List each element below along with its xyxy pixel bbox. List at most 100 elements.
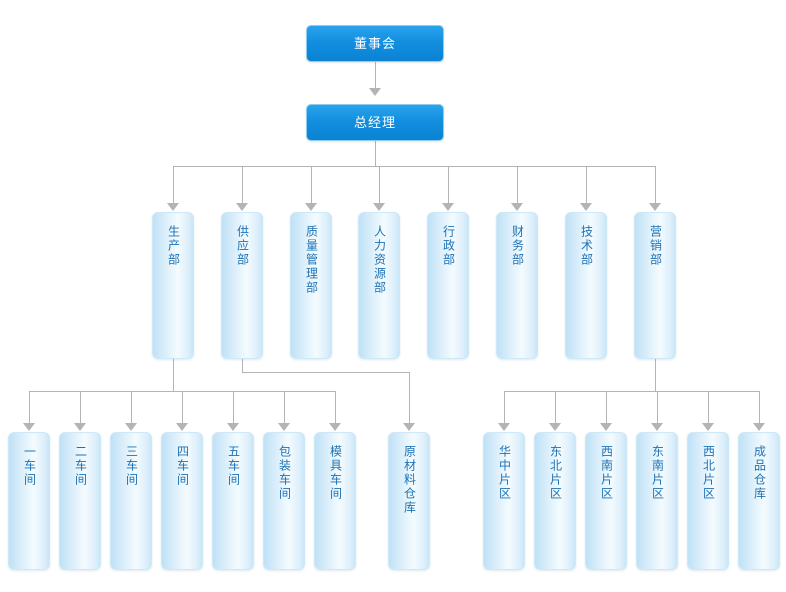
connector-supply-elbow <box>242 372 409 373</box>
unit-workshop-5[interactable]: 五车间 <box>212 432 254 570</box>
unit-packaging-label: 包装车间 <box>277 445 292 501</box>
connector-marketing-to-unit-region-xibei <box>708 391 709 423</box>
connector-marketing-to-unit-finished-warehouse <box>759 391 760 423</box>
connector-marketing-to-unit-region-xinan <box>606 391 607 423</box>
connector-marketing-to-unit-region-dongnan <box>657 391 658 423</box>
dept-quality-label: 质量管理部 <box>304 225 319 295</box>
connector-marketing-to-unit-region-dongbei <box>555 391 556 423</box>
dept-quality[interactable]: 质量管理部 <box>290 212 332 359</box>
arrow-board-to-gm-icon <box>369 88 381 96</box>
dept-finance[interactable]: 财务部 <box>496 212 538 359</box>
connector-production-to-unit-workshop-4 <box>182 391 183 423</box>
arrow-production-to-unit-mould-icon <box>329 423 341 431</box>
arrow-gm-to-dept-finance-icon <box>511 203 523 211</box>
board-label: 董事会 <box>353 35 396 51</box>
connector-marketing-bus <box>504 391 759 392</box>
unit-region-dongnan[interactable]: 东南片区 <box>636 432 678 570</box>
unit-region-dongbei[interactable]: 东北片区 <box>534 432 576 570</box>
connector-gm-to-dept-hr <box>379 166 380 203</box>
dept-production[interactable]: 生产部 <box>152 212 194 359</box>
arrow-production-to-unit-workshop-1-icon <box>23 423 35 431</box>
unit-region-xibei-label: 西北片区 <box>701 445 716 501</box>
connector-production-to-unit-workshop-3 <box>131 391 132 423</box>
arrow-production-to-unit-workshop-2-icon <box>74 423 86 431</box>
dept-finance-label: 财务部 <box>510 225 525 267</box>
unit-region-huazhong-label: 华中片区 <box>497 445 512 501</box>
dept-hr-label: 人力资源部 <box>372 225 387 295</box>
arrow-gm-to-dept-production-icon <box>167 203 179 211</box>
unit-workshop-2[interactable]: 二车间 <box>59 432 101 570</box>
dept-technology[interactable]: 技术部 <box>565 212 607 359</box>
arrow-marketing-to-unit-finished-warehouse-icon <box>753 423 765 431</box>
connector-production-to-unit-mould <box>335 391 336 423</box>
connector-gm-to-dept-finance <box>517 166 518 203</box>
unit-region-dongnan-label: 东南片区 <box>650 445 665 501</box>
connector-gm-to-dept-admin <box>448 166 449 203</box>
arrow-gm-to-dept-marketing-icon <box>649 203 661 211</box>
connector-production-stem <box>173 359 174 391</box>
unit-region-xinan-label: 西南片区 <box>599 445 614 501</box>
arrow-production-to-unit-packaging-icon <box>278 423 290 431</box>
connector-gm-to-dept-production <box>173 166 174 203</box>
unit-workshop-1-label: 一车间 <box>22 445 37 487</box>
dept-marketing[interactable]: 营销部 <box>634 212 676 359</box>
unit-packaging[interactable]: 包装车间 <box>263 432 305 570</box>
unit-workshop-3[interactable]: 三车间 <box>110 432 152 570</box>
unit-workshop-3-label: 三车间 <box>124 445 139 487</box>
gm[interactable]: 总经理 <box>306 104 444 141</box>
connector-supply-stem <box>242 359 243 372</box>
connector-marketing-stem <box>655 359 656 391</box>
arrow-gm-to-dept-technology-icon <box>580 203 592 211</box>
arrow-marketing-to-unit-region-huazhong-icon <box>498 423 510 431</box>
arrow-production-to-unit-workshop-4-icon <box>176 423 188 431</box>
unit-raw-warehouse[interactable]: 原材料仓库 <box>388 432 430 570</box>
arrow-supply-to-raw-warehouse-icon <box>403 423 415 431</box>
arrow-production-to-unit-workshop-3-icon <box>125 423 137 431</box>
unit-mould[interactable]: 模具车间 <box>314 432 356 570</box>
connector-gm-to-dept-marketing <box>655 166 656 203</box>
dept-marketing-label: 营销部 <box>648 225 663 267</box>
arrow-marketing-to-unit-region-dongbei-icon <box>549 423 561 431</box>
connector-production-to-unit-workshop-1 <box>29 391 30 423</box>
connector-gm-to-dept-quality <box>311 166 312 203</box>
dept-supply-label: 供应部 <box>235 225 250 267</box>
connector-production-to-unit-workshop-5 <box>233 391 234 423</box>
connector-gm-to-dept-supply <box>242 166 243 203</box>
arrow-gm-to-dept-supply-icon <box>236 203 248 211</box>
dept-production-label: 生产部 <box>166 225 181 267</box>
arrow-marketing-to-unit-region-xinan-icon <box>600 423 612 431</box>
unit-region-huazhong[interactable]: 华中片区 <box>483 432 525 570</box>
unit-finished-warehouse[interactable]: 成品仓库 <box>738 432 780 570</box>
unit-workshop-1[interactable]: 一车间 <box>8 432 50 570</box>
unit-finished-warehouse-label: 成品仓库 <box>752 445 767 501</box>
board[interactable]: 董事会 <box>306 25 444 62</box>
dept-admin[interactable]: 行政部 <box>427 212 469 359</box>
connector-production-to-unit-packaging <box>284 391 285 423</box>
connector-gm-bus <box>173 166 655 167</box>
dept-technology-label: 技术部 <box>579 225 594 267</box>
unit-workshop-5-label: 五车间 <box>226 445 241 487</box>
arrow-marketing-to-unit-region-dongnan-icon <box>651 423 663 431</box>
connector-board-to-gm <box>375 62 376 88</box>
unit-region-dongbei-label: 东北片区 <box>548 445 563 501</box>
unit-workshop-4-label: 四车间 <box>175 445 190 487</box>
connector-gm-to-dept-technology <box>586 166 587 203</box>
connector-gm-stem <box>375 141 376 166</box>
dept-admin-label: 行政部 <box>441 225 456 267</box>
unit-region-xinan[interactable]: 西南片区 <box>585 432 627 570</box>
dept-hr[interactable]: 人力资源部 <box>358 212 400 359</box>
unit-workshop-4[interactable]: 四车间 <box>161 432 203 570</box>
dept-supply[interactable]: 供应部 <box>221 212 263 359</box>
connector-production-to-unit-workshop-2 <box>80 391 81 423</box>
arrow-gm-to-dept-quality-icon <box>305 203 317 211</box>
unit-workshop-2-label: 二车间 <box>73 445 88 487</box>
arrow-production-to-unit-workshop-5-icon <box>227 423 239 431</box>
unit-region-xibei[interactable]: 西北片区 <box>687 432 729 570</box>
unit-raw-warehouse-label: 原材料仓库 <box>402 445 417 515</box>
gm-label: 总经理 <box>353 114 396 130</box>
unit-mould-label: 模具车间 <box>328 445 343 501</box>
connector-marketing-to-unit-region-huazhong <box>504 391 505 423</box>
arrow-gm-to-dept-admin-icon <box>442 203 454 211</box>
arrow-marketing-to-unit-region-xibei-icon <box>702 423 714 431</box>
